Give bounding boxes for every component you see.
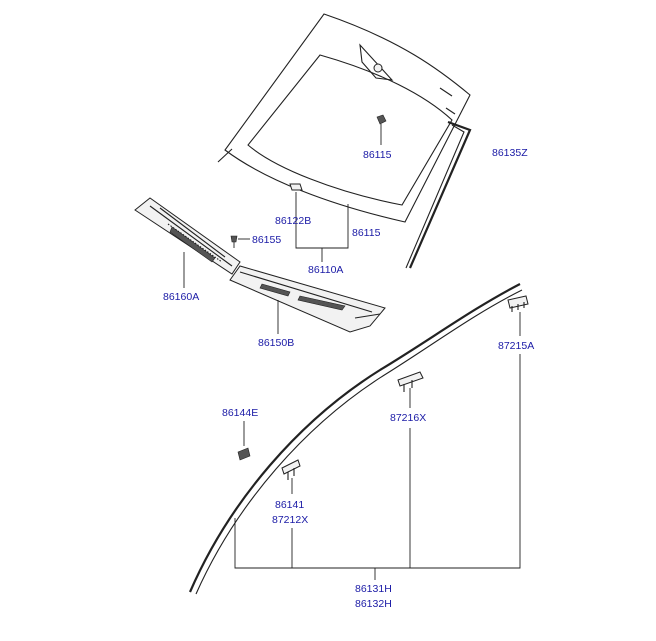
label-86160a: 86160A (163, 291, 199, 303)
label-87212x: 87212X (272, 514, 308, 526)
windshield-moulding-strip (408, 120, 472, 269)
side-moulding-strip (188, 283, 523, 595)
label-86110a: 86110A (308, 264, 343, 276)
label-87216x: 87216X (390, 412, 426, 424)
cowl-cover-86150b (229, 265, 386, 333)
clip-86155 (230, 235, 238, 248)
label-86115-top: 86115 (363, 149, 392, 161)
label-86150b: 86150B (258, 337, 294, 349)
label-86155: 86155 (252, 234, 281, 246)
stopper-part-top (376, 114, 387, 125)
cowl-cover-86160a (134, 197, 241, 275)
bracket-86122b (289, 183, 303, 191)
label-86144e: 86144E (222, 407, 258, 419)
clip-87216x (397, 371, 424, 392)
label-86132h: 86132H (355, 598, 392, 610)
label-87215a: 87215A (498, 340, 534, 352)
label-86122b: 86122B (275, 215, 311, 227)
label-86141: 86141 (275, 499, 304, 511)
clip-86144e (237, 447, 251, 461)
windshield-glass (217, 13, 471, 223)
clip-87215a (507, 295, 529, 312)
label-86115-bottom: 86115 (352, 227, 381, 239)
label-86131h: 86131H (355, 583, 392, 595)
label-86135z: 86135Z (492, 147, 528, 159)
clip-86141 (281, 459, 301, 480)
